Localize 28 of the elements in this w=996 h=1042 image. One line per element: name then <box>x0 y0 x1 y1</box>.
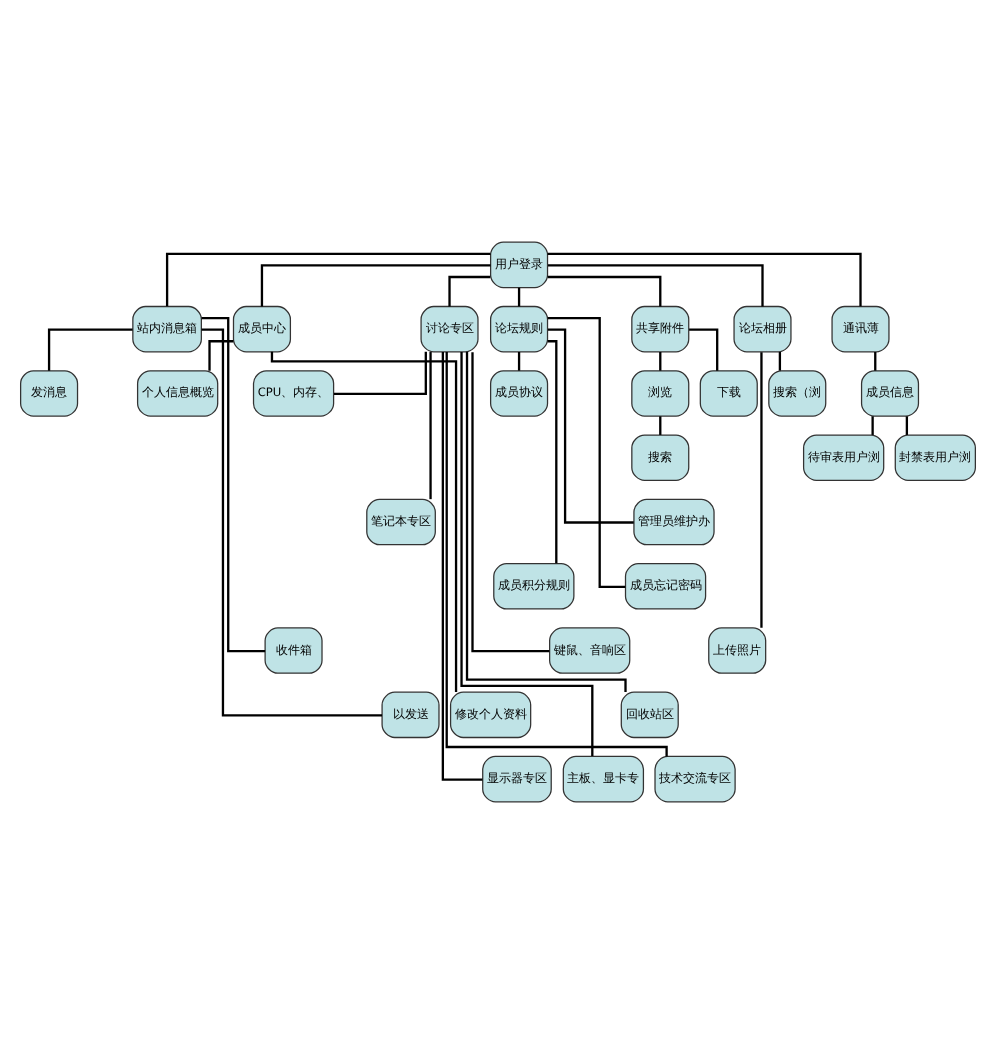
connector <box>547 274 662 306</box>
connector <box>201 327 383 716</box>
connector <box>659 415 662 434</box>
connector <box>547 263 764 306</box>
connector <box>547 327 634 523</box>
connector <box>208 339 234 370</box>
connector <box>448 274 491 306</box>
connector <box>874 351 877 370</box>
connector <box>547 251 862 306</box>
connector <box>547 339 558 563</box>
connector <box>465 350 627 691</box>
connector <box>760 351 763 627</box>
connector <box>333 350 427 395</box>
connector <box>429 351 432 499</box>
connector <box>689 327 719 370</box>
connector <box>517 351 521 370</box>
connector <box>460 351 594 756</box>
connector <box>871 415 874 434</box>
connector <box>905 415 909 434</box>
connector <box>201 315 266 652</box>
connector <box>47 327 133 370</box>
connector <box>270 350 458 691</box>
connector <box>441 351 483 780</box>
connector <box>517 286 521 306</box>
connector <box>260 263 491 306</box>
connector <box>659 351 662 370</box>
connector <box>165 251 491 306</box>
connector <box>778 351 782 370</box>
